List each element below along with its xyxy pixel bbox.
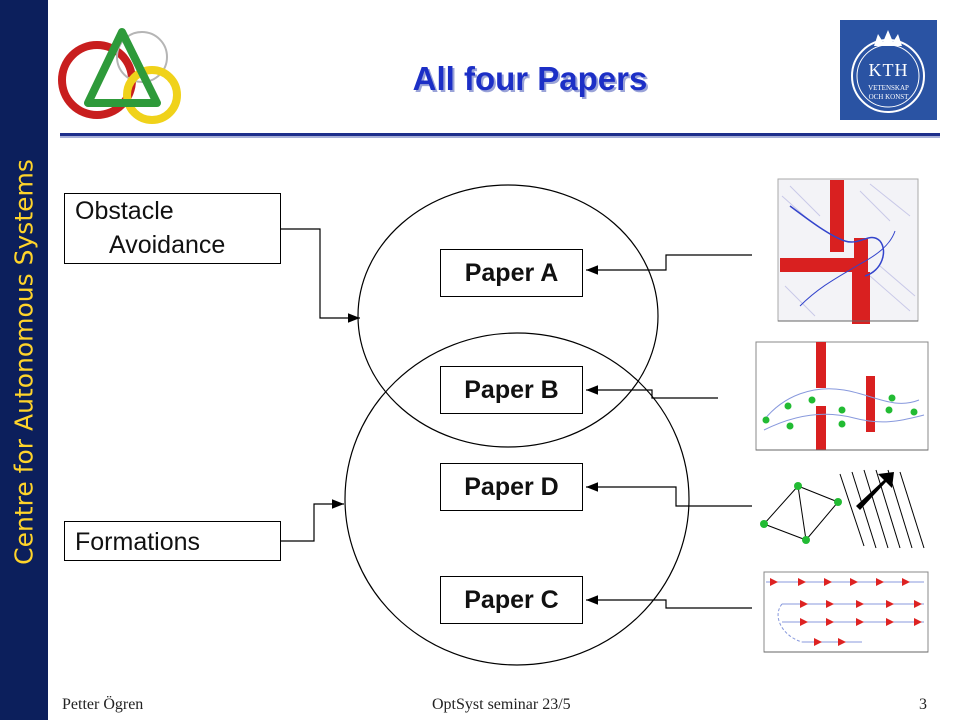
formation-diamond-thumbnail	[760, 469, 925, 549]
paper-d-arrow	[586, 482, 752, 507]
obstacle-connector	[281, 228, 360, 323]
formations-label: Formations	[75, 528, 201, 556]
footer-event: OptSyst seminar 23/5	[432, 696, 571, 713]
kth-name: KTH	[868, 60, 909, 80]
slide-title: All four Papers	[412, 60, 648, 97]
kth-motto-2: OCH KONST	[868, 93, 909, 101]
paper-a-arrow	[586, 254, 752, 275]
sidebar: Centre for Autonomous Systems	[0, 0, 48, 720]
obstacle-label-line1: Obstacle	[75, 197, 174, 225]
paper-c-arrow	[586, 595, 752, 609]
kth-logo: KTH VETENSKAP OCH KONST	[840, 20, 937, 120]
formations-ellipse	[344, 332, 690, 666]
footer-author: Petter Ögren	[62, 696, 144, 713]
paper-c-box: Paper C	[440, 576, 583, 624]
arrow-grid-thumbnail	[752, 566, 932, 662]
obstacle-avoidance-box: Obstacle Avoidance	[64, 193, 281, 264]
formations-box: Formations	[64, 521, 281, 561]
paper-d-box: Paper D	[440, 463, 583, 511]
kth-motto-1: VETENSKAP	[868, 84, 909, 92]
paper-b-arrow	[586, 385, 718, 399]
formation-path-thumbnail	[744, 340, 932, 458]
obstacle-label-line2: Avoidance	[109, 231, 226, 259]
paper-a-box: Paper A	[440, 249, 583, 297]
obstacle-plot-thumbnail	[770, 176, 926, 330]
formations-connector	[281, 499, 344, 542]
footer-page-number: 3	[919, 696, 927, 713]
paper-b-box: Paper B	[440, 366, 583, 414]
title-divider	[60, 133, 940, 136]
